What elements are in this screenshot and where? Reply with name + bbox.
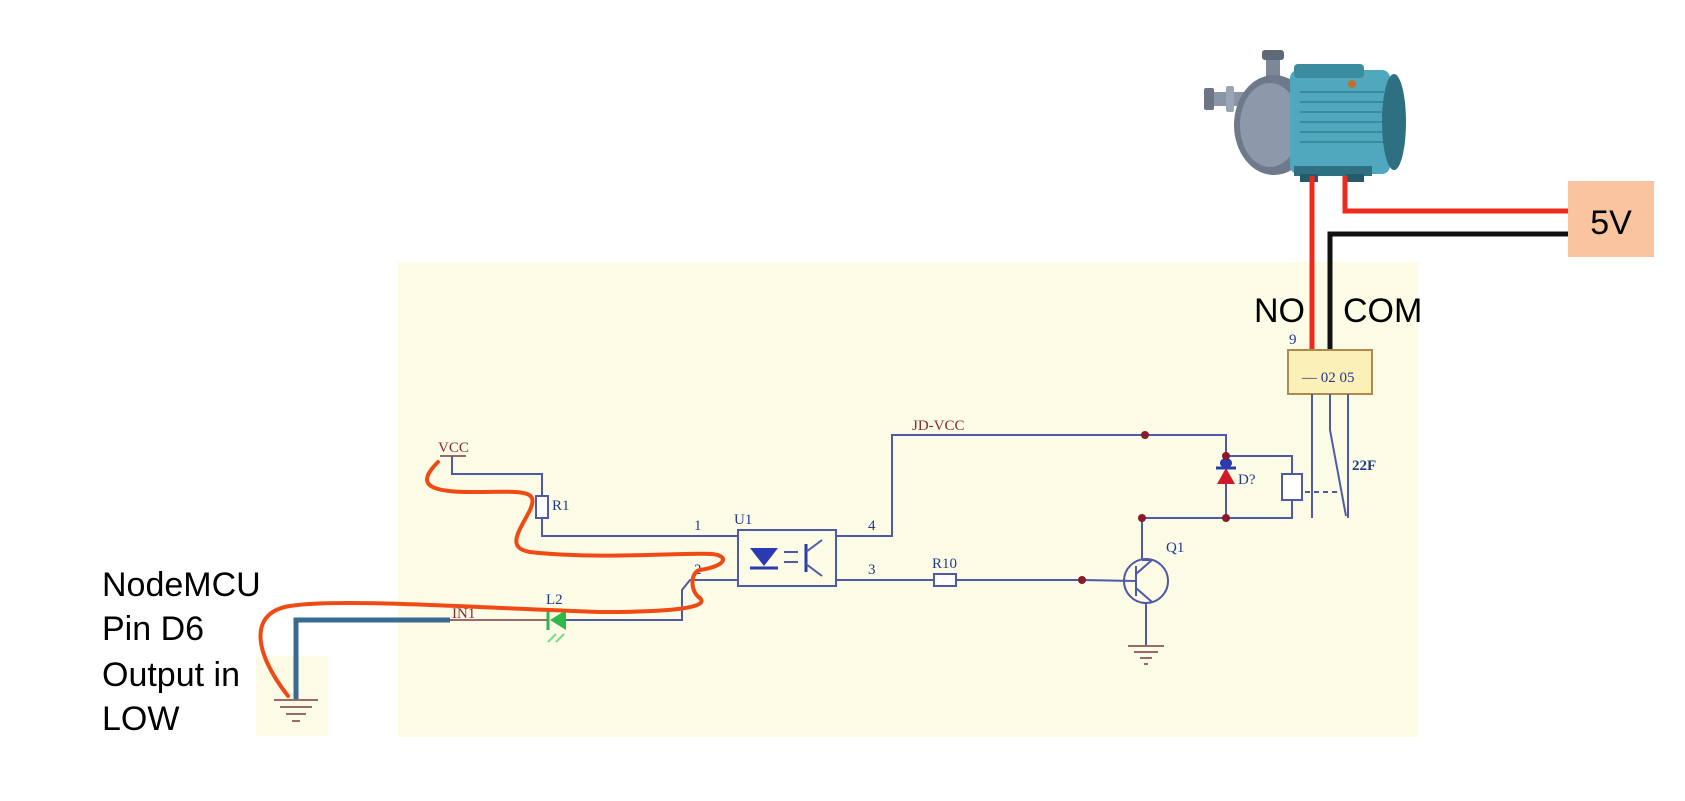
nodemcu-line-4: LOW [102,700,179,738]
r1-to-u1-wire [541,518,738,537]
optocoupler-u1 [737,529,837,587]
relay-switch [1296,394,1349,518]
com-label: COM [1343,292,1422,330]
pin3-label: 3 [868,562,876,578]
junction-dot [1138,514,1146,522]
vcc-to-r1-wire [451,456,543,496]
no-label: NO [1254,292,1305,330]
relay-id-label: 22F [1352,458,1376,474]
junction-dot [1222,452,1230,460]
l2-label: L2 [546,592,563,608]
resistor-r10 [933,573,957,587]
relay-terminal-block [1287,349,1373,395]
phototransistor-icon [804,539,823,577]
jd-vcc-label: JD-VCC [912,418,965,434]
ground-symbol-icon [1128,645,1164,665]
vcc-label: VCC [438,440,469,456]
nodemcu-line-3: Output in [102,656,240,694]
nodemcu-ground-icon [274,699,318,722]
resistor-r1 [535,495,549,519]
relay-coil [1281,473,1303,501]
nodemcu-d6-blue-wire [293,617,450,700]
power-box [1568,181,1654,257]
q1-label: Q1 [1166,540,1184,556]
relay-terminal-label: — 02 05 [1301,370,1355,386]
pin4-label: 4 [868,518,876,534]
power-label: 5V [1590,204,1632,242]
ground-panel [256,656,328,736]
r10-to-q1-wire [956,579,1137,582]
diode-label: D? [1238,472,1256,488]
relay-pin-number: 9 [1289,332,1297,348]
schematic-panel [398,262,1418,737]
junction-dot [1141,431,1149,439]
pump-to-5v-red-wire [1342,176,1568,214]
vcc-orange-wire [258,460,725,698]
u1-pin2-wire [566,579,738,621]
optocoupler-led-icon [750,548,798,570]
u1-label: U1 [734,512,752,528]
r1-label: R1 [552,498,570,514]
r10-label: R10 [932,556,957,572]
in1-label: IN1 [452,606,475,622]
flyback-diode-icon [1216,458,1236,484]
junction-dot [1078,576,1086,584]
com-to-5v-black-wire [1327,231,1568,352]
nodemcu-line-1: NodeMCU [102,566,261,604]
water-pump-icon [1204,50,1406,182]
pin1-label: 1 [694,518,702,534]
nodemcu-line-2: Pin D6 [102,610,204,648]
junction-dot [1222,514,1230,522]
